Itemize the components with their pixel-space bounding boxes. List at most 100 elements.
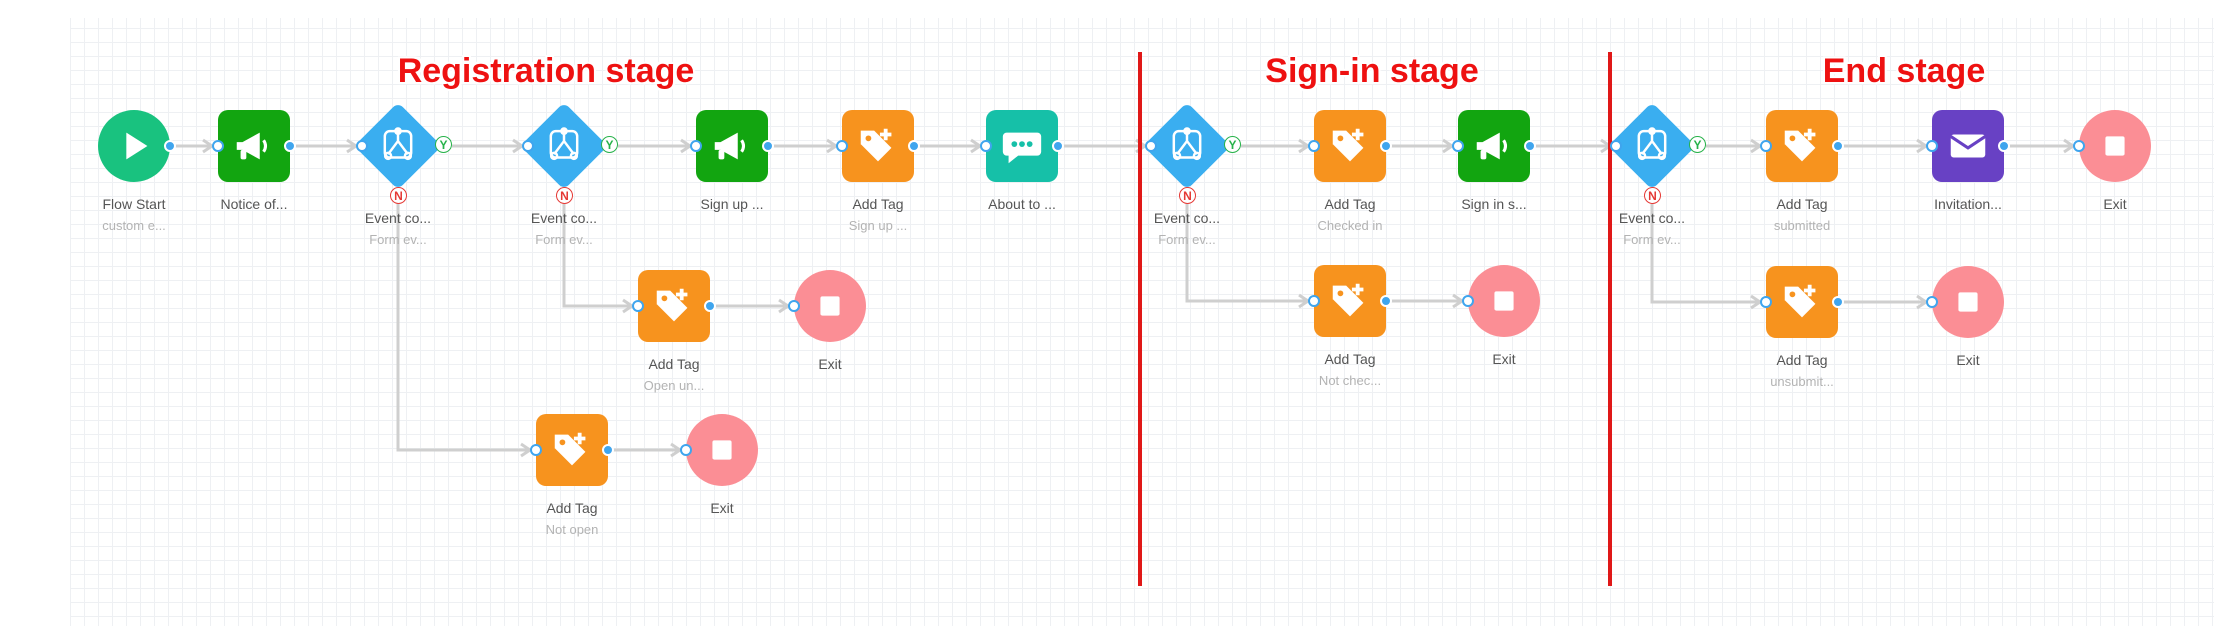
output-port[interactable] — [1832, 296, 1844, 308]
output-port[interactable] — [704, 300, 716, 312]
yes-branch-badge[interactable]: Y — [1224, 136, 1241, 153]
node-exit-2[interactable]: Exit — [680, 414, 758, 516]
output-port[interactable] — [908, 140, 920, 152]
input-port[interactable] — [2073, 140, 2085, 152]
node-exit-1[interactable]: Exit — [788, 270, 866, 372]
node-label: Invitation... — [1934, 196, 2002, 212]
input-port[interactable] — [356, 140, 368, 152]
node-label: Add Tag — [1324, 351, 1376, 367]
output-port[interactable] — [1998, 140, 2010, 152]
megaphone-icon — [218, 110, 290, 182]
megaphone-icon — [1458, 110, 1530, 182]
input-port[interactable] — [1145, 140, 1157, 152]
stage-divider-2 — [1608, 52, 1612, 586]
input-port[interactable] — [680, 444, 692, 456]
node-sublabel: Not chec... — [1318, 373, 1382, 388]
no-branch-badge[interactable]: N — [1179, 187, 1196, 204]
no-branch-badge[interactable]: N — [1644, 187, 1661, 204]
output-port[interactable] — [284, 140, 296, 152]
connector-event-cond-4-add-tag-unsubmit — [1650, 204, 1760, 304]
input-port[interactable] — [690, 140, 702, 152]
tag-plus-icon — [1766, 110, 1838, 182]
no-branch-badge[interactable]: N — [390, 187, 407, 204]
node-notice-of[interactable]: Notice of... — [212, 110, 296, 212]
stage-title-registration: Registration stage — [397, 52, 695, 90]
node-invitation[interactable]: Invitation... — [1926, 110, 2010, 212]
tag-plus-icon — [638, 270, 710, 342]
yes-branch-badge[interactable]: Y — [1689, 136, 1706, 153]
input-port[interactable] — [1462, 295, 1474, 307]
input-port[interactable] — [522, 140, 534, 152]
node-add-tag-submitted[interactable]: Add Tag submitted — [1760, 110, 1844, 233]
no-branch-badge[interactable]: N — [556, 187, 573, 204]
node-label: Exit — [1956, 352, 1980, 368]
input-port[interactable] — [836, 140, 848, 152]
input-port[interactable] — [980, 140, 992, 152]
node-label: Add Tag — [1776, 196, 1828, 212]
node-label: Event co... — [1618, 210, 1686, 226]
input-port[interactable] — [1308, 140, 1320, 152]
output-port[interactable] — [1052, 140, 1064, 152]
node-sublabel: submitted — [1773, 218, 1831, 233]
input-port[interactable] — [1926, 296, 1938, 308]
yes-branch-badge[interactable]: Y — [435, 136, 452, 153]
node-sign-in-s[interactable]: Sign in s... — [1452, 110, 1536, 212]
input-port[interactable] — [632, 300, 644, 312]
input-port[interactable] — [1452, 140, 1464, 152]
node-event-cond-4[interactable]: Y N Event co... Form ev... — [1608, 102, 1706, 247]
input-port[interactable] — [1610, 140, 1622, 152]
node-sign-up[interactable]: Sign up ... — [690, 110, 774, 212]
output-port[interactable] — [762, 140, 774, 152]
input-port[interactable] — [1760, 140, 1772, 152]
node-sublabel: Form ev... — [1623, 232, 1681, 247]
node-label: Sign up ... — [700, 196, 764, 212]
node-sublabel: Checked in — [1317, 218, 1383, 233]
envelope-icon — [1932, 110, 2004, 182]
input-port[interactable] — [212, 140, 224, 152]
input-port[interactable] — [1926, 140, 1938, 152]
connector-event-cond-2-add-tag-open — [562, 204, 632, 308]
node-exit-3[interactable]: Exit — [1462, 265, 1540, 367]
node-sublabel: Not open — [545, 522, 599, 537]
node-label: Event co... — [530, 210, 598, 226]
output-port[interactable] — [602, 444, 614, 456]
node-sublabel: Open un... — [643, 378, 705, 393]
input-port[interactable] — [530, 444, 542, 456]
input-port[interactable] — [1760, 296, 1772, 308]
node-label: Flow Start — [102, 196, 166, 212]
output-port[interactable] — [164, 140, 176, 152]
input-port[interactable] — [1308, 295, 1320, 307]
branch-icon — [354, 102, 442, 190]
tag-plus-icon — [1314, 110, 1386, 182]
node-exit-4[interactable]: Exit — [2073, 110, 2151, 212]
play-icon — [98, 110, 170, 182]
stage-title-end: End stage — [1822, 52, 1986, 90]
node-label: Exit — [818, 356, 842, 372]
node-sublabel: Form ev... — [1158, 232, 1216, 247]
output-port[interactable] — [1380, 140, 1392, 152]
node-label: Add Tag — [852, 196, 904, 212]
output-port[interactable] — [1832, 140, 1844, 152]
stage-divider-1 — [1138, 52, 1142, 586]
node-sublabel: unsubmit... — [1770, 374, 1834, 389]
input-port[interactable] — [788, 300, 800, 312]
node-about-to[interactable]: About to ... — [980, 110, 1064, 212]
yes-branch-badge[interactable]: Y — [601, 136, 618, 153]
node-exit-5[interactable]: Exit — [1926, 266, 2004, 368]
output-port[interactable] — [1524, 140, 1536, 152]
chat-bubble-icon — [986, 110, 1058, 182]
node-label: Exit — [710, 500, 734, 516]
output-port[interactable] — [1380, 295, 1392, 307]
